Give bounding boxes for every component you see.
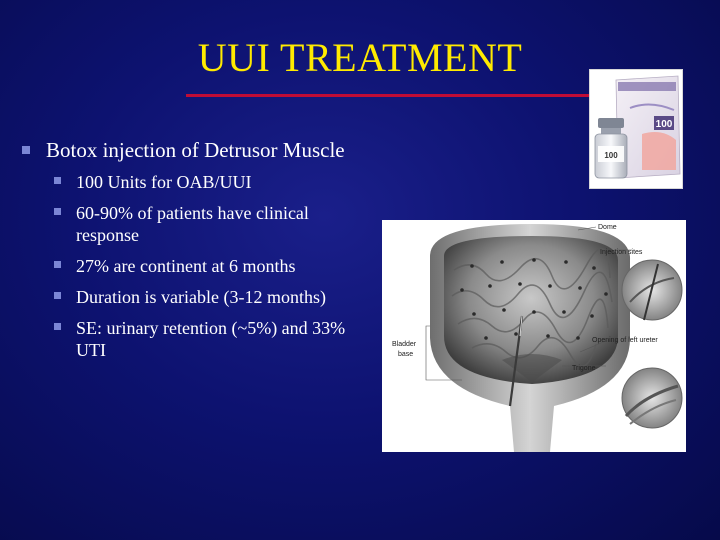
botox-product-photo: 100 100 <box>589 69 683 189</box>
bladder-diagram: Dome Injection sites Bladder base Openin… <box>382 220 686 452</box>
bullet-list: Botox injection of Detrusor Muscle 100 U… <box>22 138 372 370</box>
sub-bullet: 100 Units for OAB/UUI <box>54 171 372 193</box>
sub-bullet: Duration is variable (3-12 months) <box>54 286 372 308</box>
label-base: base <box>398 351 413 358</box>
slide-title: UUI TREATMENT <box>197 35 523 80</box>
bullet-main: Botox injection of Detrusor Muscle <box>22 138 372 163</box>
label-trigone: Trigone <box>572 365 596 372</box>
box-dose-text: 100 <box>656 119 673 130</box>
sub-bullet: SE: urinary retention (~5%) and 33% UTI <box>54 317 372 361</box>
sub-bullet-text: 27% are continent at 6 months <box>76 256 296 276</box>
label-bladder: Bladder <box>392 341 417 348</box>
square-bullet-icon <box>54 292 61 299</box>
sub-bullet-list: 100 Units for OAB/UUI 60-90% of patients… <box>22 171 372 361</box>
label-ureter-opening: Opening of left ureter <box>592 337 658 344</box>
sub-bullet-text: 100 Units for OAB/UUI <box>76 172 252 192</box>
square-bullet-icon <box>54 261 61 268</box>
label-injection-sites: Injection sites <box>600 249 643 256</box>
sub-bullet: 27% are continent at 6 months <box>54 255 372 277</box>
title-underline <box>186 94 626 97</box>
bladder-illustration: Dome Injection sites Bladder base Openin… <box>392 224 683 452</box>
square-bullet-icon <box>22 146 30 154</box>
vial-dose-text: 100 <box>604 151 618 160</box>
sub-bullet-text: 60-90% of patients have clinical respons… <box>76 203 309 245</box>
square-bullet-icon <box>54 177 61 184</box>
square-bullet-icon <box>54 323 61 330</box>
label-dome: Dome <box>598 224 617 231</box>
sub-bullet: 60-90% of patients have clinical respons… <box>54 202 372 246</box>
botox-package-image: 100 100 <box>594 75 681 179</box>
square-bullet-icon <box>54 208 61 215</box>
sub-bullet-text: Duration is variable (3-12 months) <box>76 287 326 307</box>
sub-bullet-text: SE: urinary retention (~5%) and 33% UTI <box>76 318 346 360</box>
bullet-main-text: Botox injection of Detrusor Muscle <box>46 138 345 162</box>
